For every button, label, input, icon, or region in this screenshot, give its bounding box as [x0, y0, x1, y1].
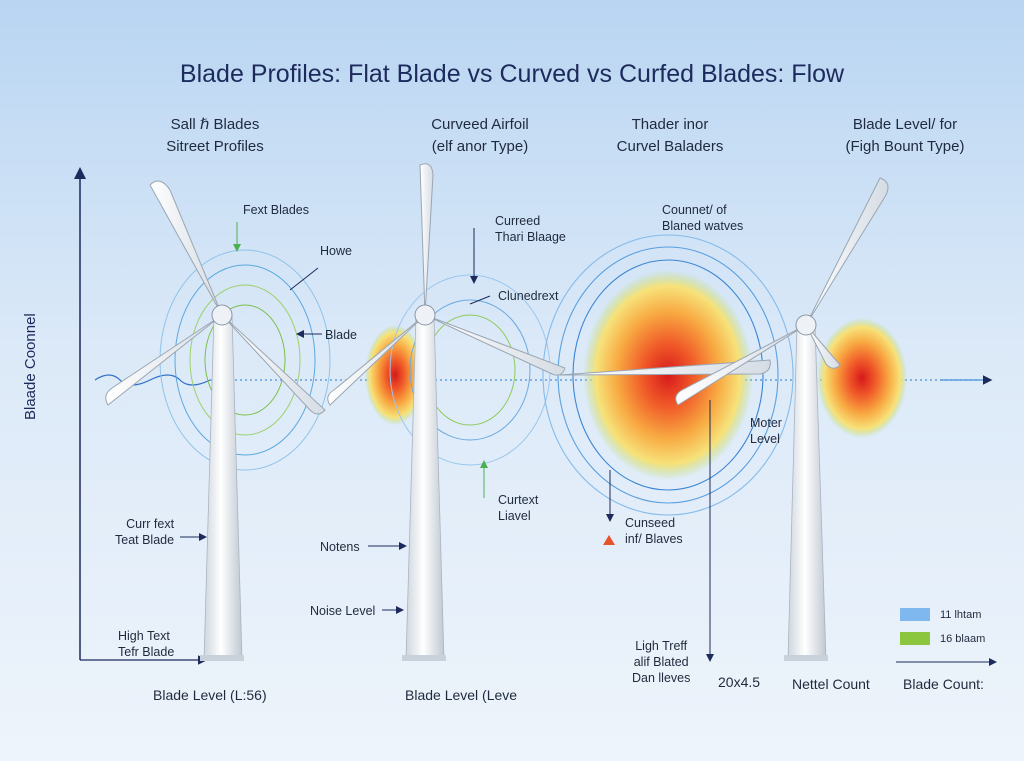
column-heading-4-line2: (Figh Bount Type) [845, 138, 965, 155]
y-axis-label: Blaade Coonnel [22, 313, 39, 420]
column-heading-2-line1: Curveed Airfoil [431, 116, 529, 133]
flow-field-1 [159, 249, 331, 471]
legend-item-2: 16 blaam [900, 632, 985, 645]
column-heading-4: Blade Level/ for (Figh Bount Type) [820, 114, 990, 158]
label-curreed: Curreed Thari Blaage [495, 213, 566, 245]
label-ligh-treff-line1: Ligh Treff [635, 639, 688, 653]
column-heading-2-line2: (elf anor Type) [431, 138, 529, 155]
label-moter: Moter Level [750, 415, 782, 447]
label-ligh-treff: Ligh Treff alif Blated Dan lleves [632, 638, 690, 686]
column-heading-1: Sall ℏ Blades Sitreet Profiles [140, 114, 290, 158]
turbine-1 [105, 180, 326, 661]
label-cunseed-line1: Cunseed [625, 516, 676, 530]
footer-label-5: Blade Count: [903, 676, 984, 692]
label-curreed-line1: Curreed [495, 214, 541, 228]
column-heading-1-line2: Sitreet Profiles [166, 138, 264, 155]
label-cunseed: Cunseed inf/ Blaves [625, 515, 683, 547]
legend-swatch-1 [900, 608, 930, 621]
column-heading-3-line2: Curvel Baladers [616, 138, 724, 155]
label-moter-line2: Level [750, 432, 780, 446]
label-blade: Blade [325, 328, 357, 342]
label-counet: Counnet/ of Blaned watves [662, 202, 743, 234]
legend-item-1: 11 lhtam [900, 608, 981, 621]
label-curreed-line2: Thari Blaage [495, 230, 566, 244]
footer-label-1: Blade Level (L:56) [153, 687, 267, 703]
label-notens: Notens [320, 540, 360, 554]
turbine-4 [675, 177, 889, 661]
footer-label-4: Nettel Count [792, 676, 870, 692]
heat-blob-2 [365, 325, 425, 425]
label-currtext: Curr fext Teat Blade [115, 516, 174, 548]
label-high-text-line2: Tefr Blade [118, 645, 175, 659]
legend-swatch-2 [900, 632, 930, 645]
heat-blob-4 [817, 318, 907, 438]
label-curtext-line2: Liavel [498, 509, 531, 523]
label-noise-level: Noise Level [310, 604, 376, 618]
label-high-text-line1: High Text [118, 629, 170, 643]
footer-label-3: 20x4.5 [718, 674, 761, 690]
footer-label-2: Blade Level (Leve [405, 687, 518, 703]
legend-label-1: 11 lhtam [940, 608, 982, 621]
cunseed-marker [603, 535, 615, 545]
label-ligh-treff-line2: alif Blated [633, 655, 689, 669]
label-fext-blades: Fext Blades [243, 203, 310, 217]
leader-lines [180, 222, 997, 666]
label-high-text: High Text Tefr Blade [118, 628, 174, 660]
label-currtext-line2: Teat Blade [115, 533, 175, 547]
label-howe: Howe [320, 244, 352, 258]
label-ligh-treff-line3: Dan lleves [632, 671, 691, 685]
column-heading-3-line1: Thader inor [631, 116, 709, 133]
diagram-title: Blade Profiles: Flat Blade vs Curved vs … [179, 60, 845, 88]
turbine-2 [327, 163, 566, 661]
label-counet-line2: Blaned watves [662, 219, 744, 233]
column-heading-2: Curveed Airfoil (elf anor Type) [395, 114, 565, 158]
label-moter-line1: Moter [750, 416, 782, 430]
column-heading-1-line1: Sall ℏ Blades [170, 116, 260, 133]
column-heading-3: Thader inor Curvel Baladers [585, 114, 755, 158]
label-curtext-line1: Curtext [498, 493, 539, 507]
legend-label-2: 16 blaam [940, 632, 986, 645]
label-currtext-line1: Curr fext [126, 517, 175, 531]
label-counet-line1: Counnet/ of [662, 203, 727, 217]
label-curtext: Curtext Liavel [498, 492, 538, 524]
label-cluned: Clunedrext [498, 289, 559, 303]
column-heading-4-line1: Blade Level/ for [852, 116, 958, 133]
label-cunseed-line2: inf/ Blaves [625, 532, 683, 546]
